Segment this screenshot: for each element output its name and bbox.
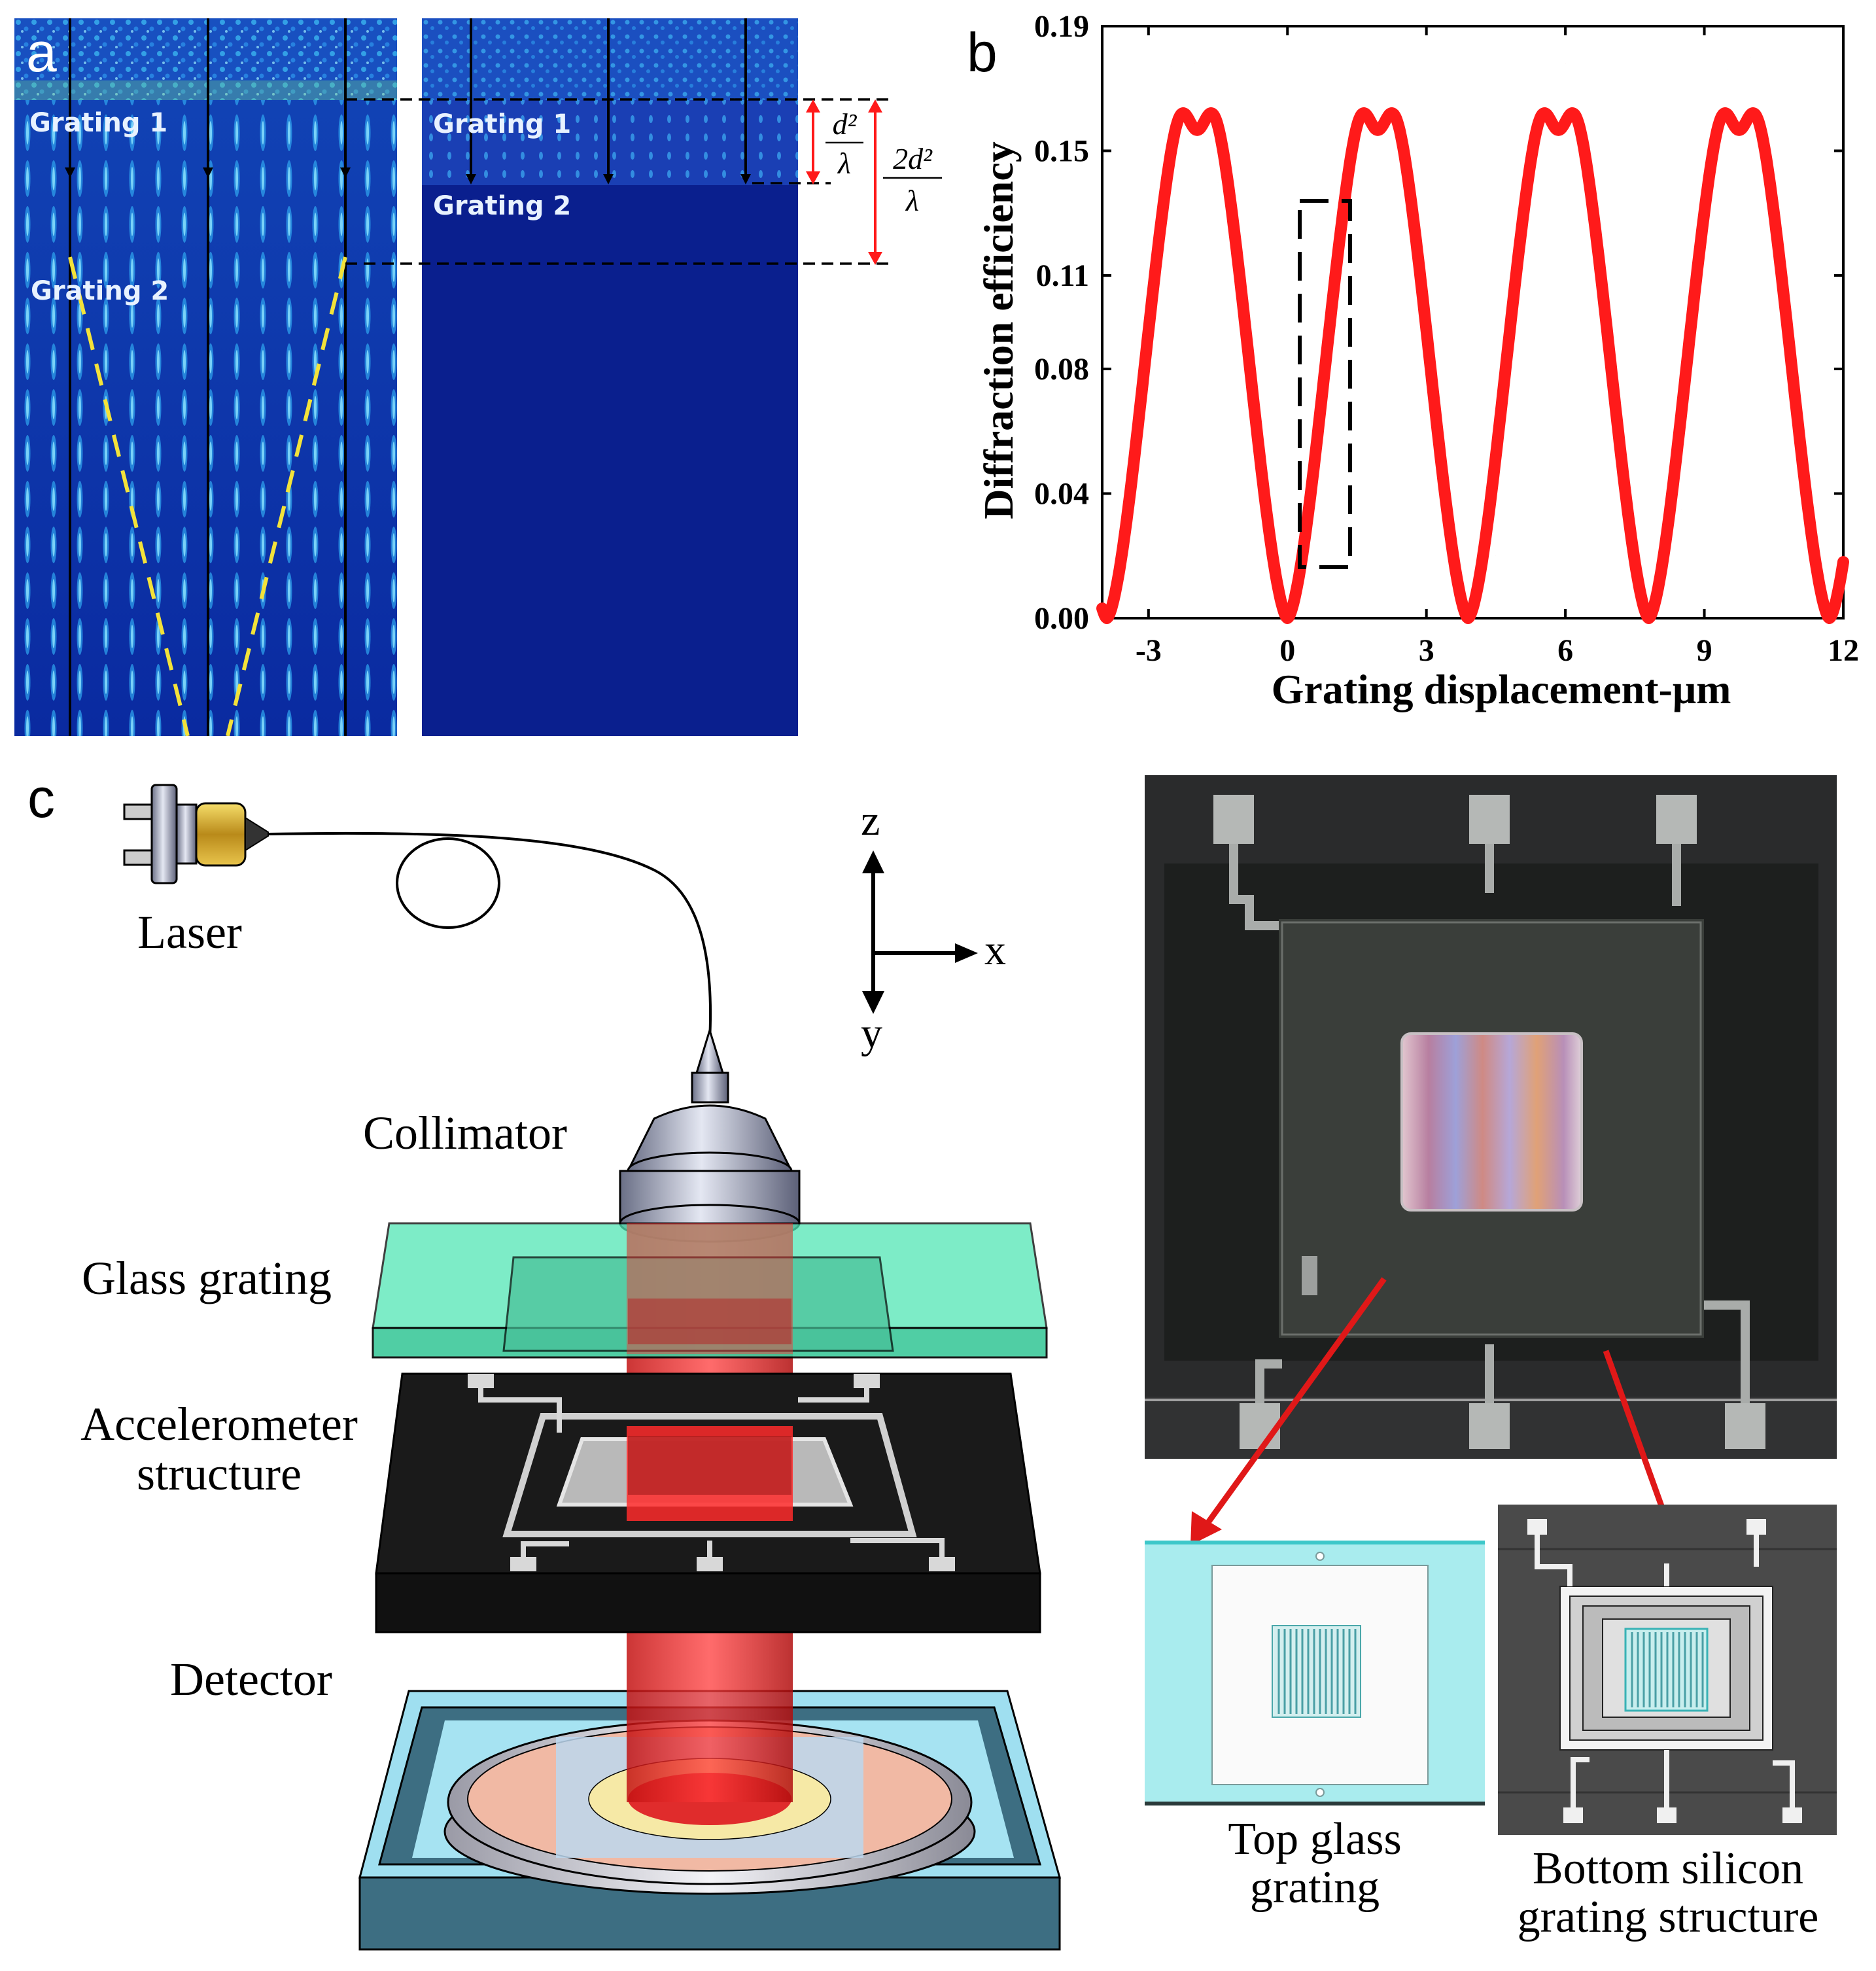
z-axis-label: z — [861, 797, 880, 845]
top-glass-label: Top glass grating — [1164, 1815, 1465, 1911]
glass-grating-label: Glass grating — [82, 1252, 332, 1304]
xyz-axes-indicator — [862, 850, 978, 1014]
y-tick-label: 0.08 — [1034, 352, 1089, 387]
x-tick-label: -3 — [1136, 633, 1162, 668]
x-tick-label: 6 — [1557, 633, 1573, 668]
bottom-silicon-grating-drawing — [1498, 1505, 1837, 1835]
x-tick-label: 9 — [1697, 633, 1712, 668]
right-grating2-label: Grating 2 — [433, 191, 572, 221]
distance-annotations: d² λ 2d² λ — [345, 98, 942, 265]
y-axis-title: Diffraction efficiency — [975, 141, 1022, 519]
y-tick-label: 0.15 — [1034, 134, 1089, 169]
y-axis-label: y — [861, 1009, 882, 1057]
eq1-numerator: d² — [833, 107, 858, 141]
diffraction-efficiency-curve — [1096, 107, 1849, 624]
laser-label: Laser — [137, 906, 242, 958]
left-field-simulation — [14, 18, 397, 736]
accelerometer-label-line2: structure — [137, 1447, 302, 1500]
left-grating2-label: Grating 2 — [31, 276, 169, 306]
eq1-denominator: λ — [837, 147, 851, 180]
panel-letter-a: a — [26, 22, 57, 83]
x-axis-title: Grating displacement-μm — [1272, 666, 1731, 712]
bottom-silicon-label-line1: Bottom silicon — [1532, 1843, 1804, 1894]
eq2-numerator: 2d² — [893, 142, 933, 175]
x-tick-label: 3 — [1419, 633, 1434, 668]
accelerometer-label: Accelerometer structure — [65, 1398, 373, 1500]
y-tick-label: 0.19 — [1034, 9, 1089, 44]
glass-grating-plate — [372, 1222, 1048, 1359]
right-field-simulation — [422, 18, 798, 736]
y-tick-label: 0.04 — [1034, 476, 1089, 511]
panel-letter-b: b — [967, 22, 998, 83]
accelerometer-structure — [375, 1372, 1041, 1633]
x-axis-label: x — [984, 926, 1006, 974]
collimator — [619, 1026, 801, 1243]
accelerometer-label-line1: Accelerometer — [80, 1398, 358, 1450]
top-glass-label-line2: grating — [1249, 1862, 1380, 1913]
top-glass-label-line1: Top glass — [1228, 1814, 1402, 1864]
setup-schematic — [123, 784, 1061, 1951]
right-grating1-label: Grating 1 — [433, 109, 572, 139]
collimator-label: Collimator — [363, 1107, 567, 1159]
top-glass-grating-drawing — [1145, 1541, 1485, 1805]
bottom-silicon-label-line2: grating structure — [1517, 1891, 1819, 1942]
left-grating1-label: Grating 1 — [29, 108, 168, 138]
linear-region-box — [1298, 199, 1352, 569]
x-tick-label: 12 — [1828, 633, 1859, 668]
device-photo — [1145, 775, 1837, 1459]
diffraction-efficiency-chart: -3 0 3 6 9 12 0.00 0.04 0.08 0.11 0.15 0.19 Grating… — [975, 9, 1859, 712]
y-tick-label: 0.00 — [1034, 601, 1089, 636]
panel-a: a Grating 1 Grating 2 Grating 1 Grating … — [0, 0, 942, 739]
fiber-loop — [396, 837, 500, 929]
y-tick-label: 0.11 — [1036, 258, 1089, 293]
detector-label: Detector — [170, 1653, 332, 1705]
panel-letter-c: c — [27, 767, 55, 829]
x-tick-label: 0 — [1279, 633, 1295, 668]
eq2-denominator: λ — [905, 184, 919, 217]
laser-connector — [123, 784, 269, 884]
optical-fiber — [268, 831, 712, 1041]
bottom-silicon-label: Bottom silicon grating structure — [1485, 1845, 1851, 1941]
